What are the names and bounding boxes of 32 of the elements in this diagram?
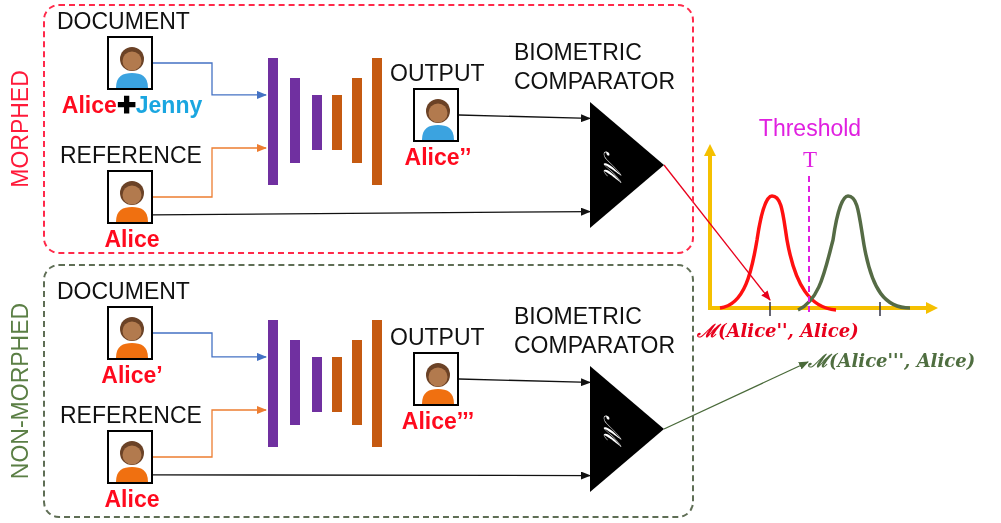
arrow [663,164,771,301]
panel-label: MORPHED [6,69,34,190]
heading-label: BIOMETRIC COMPARATOR [514,38,676,96]
score-label: ℳ(Alice''', Alice) [808,349,977,373]
threshold-symbol: T [801,146,819,174]
name-label: Alice’’’ [401,408,475,434]
name-label: ✚ [116,92,136,118]
heading-label: DOCUMENT [57,278,190,304]
threshold-label: Threshold [757,114,863,142]
arrow [152,207,591,216]
heading-label: DOCUMENT [57,8,190,34]
heading-label: REFERENCE [60,402,202,428]
arrow [663,361,809,430]
heading-label: OUTPUT [390,324,485,350]
name-label: Alice [104,226,160,252]
heading-label: OUTPUT [390,60,485,86]
arrow [458,378,591,387]
name-label: Jenny [135,92,203,118]
arrow [458,114,591,123]
arrow [152,62,267,99]
arrow [152,332,267,361]
panel-label: NON-MORPHED [6,301,34,482]
name-label: Alice’’ [404,144,472,170]
name-label: Alice [61,92,117,118]
heading-label: BIOMETRIC COMPARATOR [514,302,676,360]
arrow [152,144,267,198]
name-label: Alice’ [101,362,163,388]
score-label: ℳ(Alice'', Alice) [697,319,860,343]
arrow [152,406,267,458]
name-label: Alice [104,486,160,512]
heading-label: REFERENCE [60,142,202,168]
arrow [152,471,591,480]
